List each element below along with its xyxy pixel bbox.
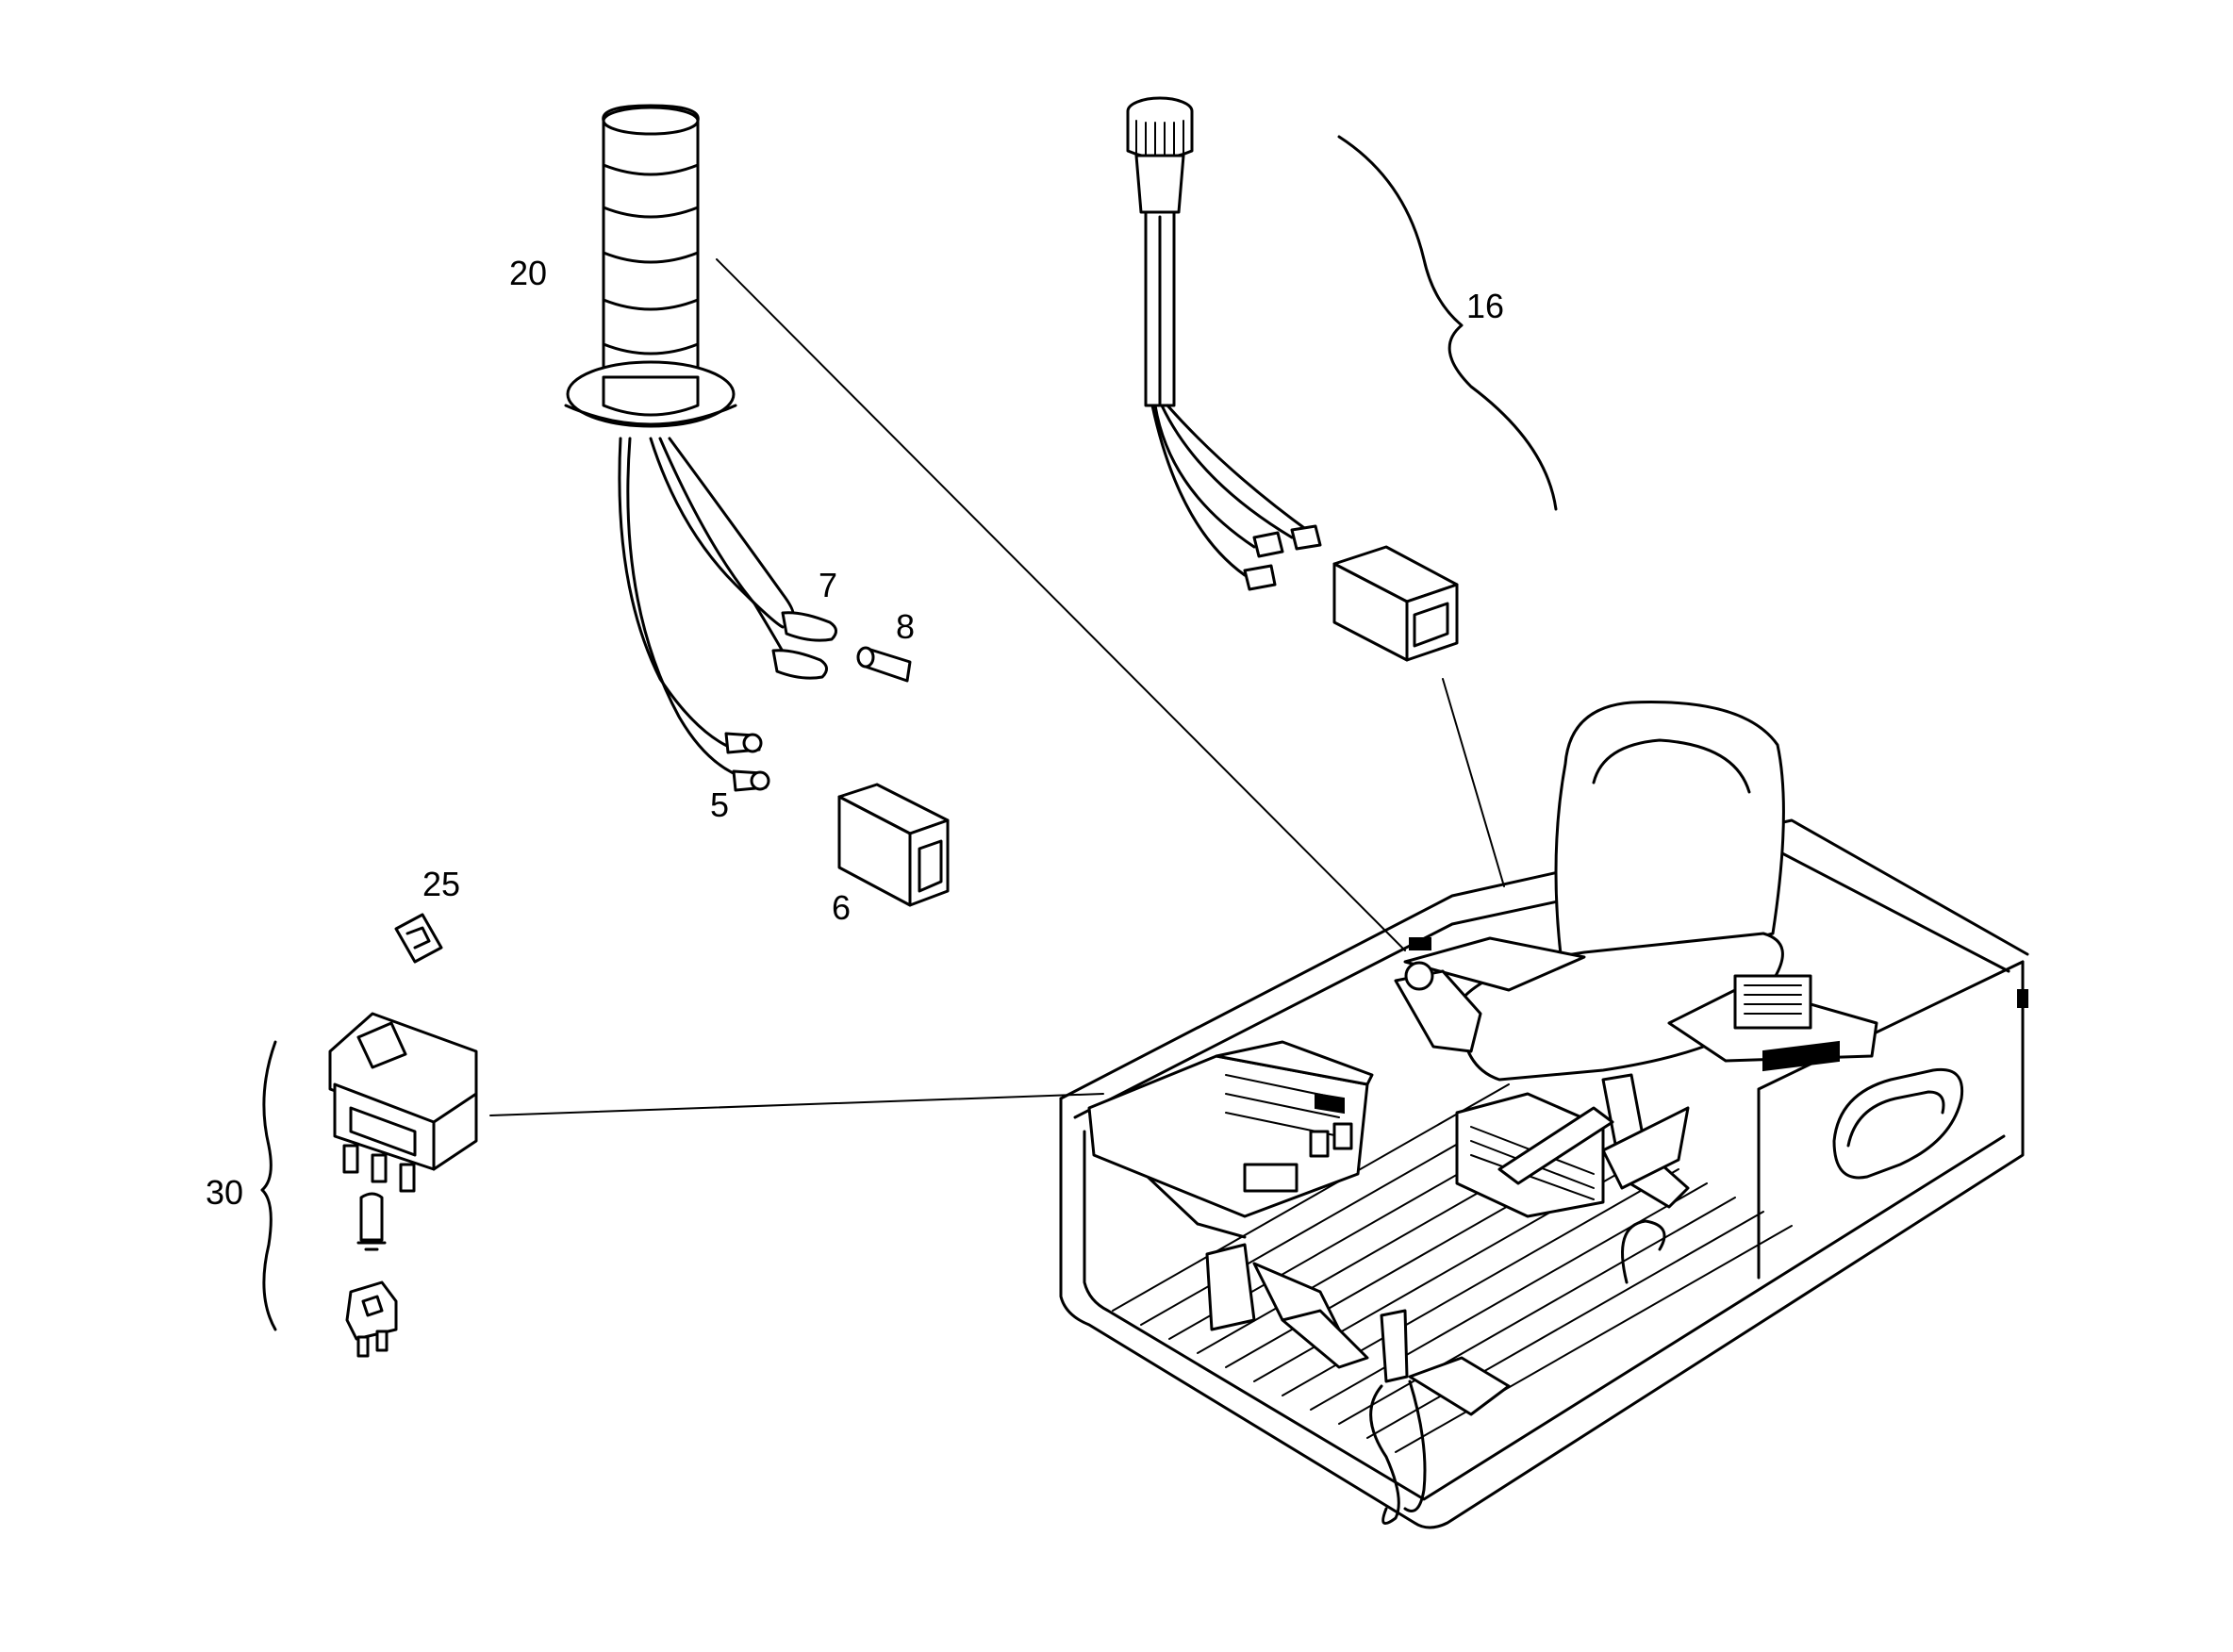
pedals xyxy=(1205,1243,1511,1416)
control-knob-part-16 xyxy=(1126,96,1194,407)
bullet-connectors-part-7 xyxy=(771,611,837,680)
callout-20: 20 xyxy=(509,254,547,292)
bracket-part-16 xyxy=(1337,135,1558,511)
clip-part-25 xyxy=(394,913,443,964)
connector-housing-part-6 xyxy=(837,783,950,907)
leader-line-16 xyxy=(1442,678,1505,887)
right-console xyxy=(1667,974,1878,1072)
callout-25: 25 xyxy=(422,865,460,903)
callout-7: 7 xyxy=(819,566,837,604)
knob-terminals xyxy=(1243,524,1322,591)
lamp-holder-part-30 xyxy=(345,1280,398,1358)
leader-line-20 xyxy=(716,258,1406,951)
side-latch xyxy=(2017,989,2028,1008)
front-panel-console xyxy=(1087,1040,1374,1218)
bulb-part-30 xyxy=(356,1192,387,1251)
connector-housing-16 xyxy=(1332,545,1459,662)
left-console xyxy=(1394,936,1586,1053)
callout-5: 5 xyxy=(710,785,729,824)
front-lever xyxy=(1369,1309,1427,1526)
rocker-switch-part-30 xyxy=(328,1012,478,1193)
knob-wires xyxy=(1150,404,1313,577)
callout-16: 16 xyxy=(1466,287,1504,325)
ring-terminals-part-5 xyxy=(724,732,770,792)
leader-line-30 xyxy=(489,1093,1104,1116)
callout-30: 30 xyxy=(206,1173,243,1212)
callout-6: 6 xyxy=(832,888,851,927)
female-bullet-part-8 xyxy=(856,646,912,683)
callout-8: 8 xyxy=(896,607,915,646)
joystick-wires xyxy=(618,437,795,780)
cab-floor-hatching xyxy=(1112,1083,1793,1453)
right-joystick xyxy=(1497,1073,1690,1209)
bracket-part-30 xyxy=(260,1040,277,1331)
joystick-grip-part-20 xyxy=(564,104,737,428)
